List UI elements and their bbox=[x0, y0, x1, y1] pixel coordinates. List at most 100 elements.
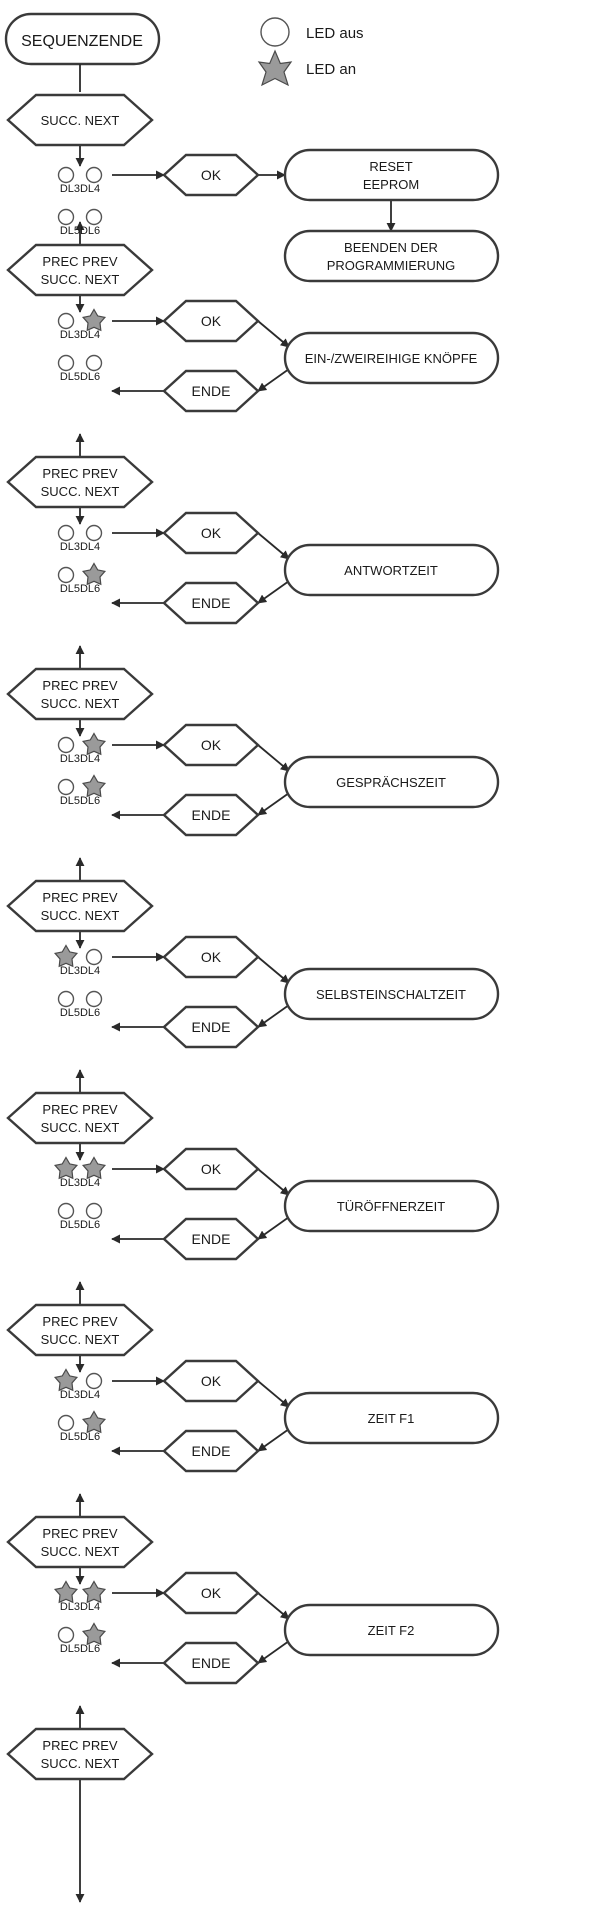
led-dl3-on-icon bbox=[53, 944, 79, 968]
nav-prev-next-2-label-1: PREC PREV bbox=[42, 466, 117, 481]
param-to-end-arrow-5 bbox=[257, 1216, 290, 1240]
end-button-4: ENDE bbox=[162, 1005, 260, 1049]
led-label-dl5-dl6: DL5DL6 bbox=[60, 371, 100, 383]
legend-led-off-icon bbox=[260, 17, 290, 47]
ok-to-param-arrow-7 bbox=[257, 1592, 290, 1620]
led-label-dl3-dl4: DL3DL4 bbox=[60, 965, 100, 977]
end-button-5-label: ENDE bbox=[192, 1231, 231, 1247]
ok-button-label: OK bbox=[201, 167, 222, 183]
led-dl4-on-icon bbox=[81, 732, 107, 756]
nav-prev-next-5-label-2: SUCC. NEXT bbox=[41, 1120, 120, 1135]
ok-button-5: OK bbox=[162, 1147, 260, 1191]
led-label-dl3-dl4: DL3DL4 bbox=[60, 183, 100, 195]
param-terminal-3-label: GESPRÄCHSZEIT bbox=[336, 775, 446, 790]
led-dl5-off-icon bbox=[57, 778, 75, 796]
ok-button-4: OK bbox=[162, 935, 260, 979]
led-dl5-off-icon bbox=[57, 566, 75, 584]
param-terminal-7: ZEIT F2 bbox=[283, 1603, 500, 1657]
nav-prev-next-7-label-2: SUCC. NEXT bbox=[41, 1544, 120, 1559]
ok-button-2: OK bbox=[162, 511, 260, 555]
nav-prev-next-1: PREC PREV SUCC. NEXT bbox=[6, 243, 154, 297]
led-label-dl5-dl6: DL5DL6 bbox=[60, 795, 100, 807]
led-dl5-off-icon bbox=[57, 1414, 75, 1432]
end-button-7-label: ENDE bbox=[192, 1655, 231, 1671]
flow-lines bbox=[75, 64, 396, 1903]
start-label: SEQUENZENDE bbox=[21, 33, 143, 50]
led-dl6-off-icon bbox=[85, 1202, 103, 1220]
led-label-dl3-dl4: DL3DL4 bbox=[60, 1389, 100, 1401]
ok-button-4-label: OK bbox=[201, 949, 222, 965]
param-to-end-arrow-2 bbox=[257, 580, 290, 604]
ok-button-1-label: OK bbox=[201, 313, 222, 329]
end-button-3: ENDE bbox=[162, 793, 260, 837]
end-programming-terminal-label-1: BEENDEN DER bbox=[344, 240, 438, 255]
led-dl4-on-icon bbox=[81, 1580, 107, 1604]
ok-button-7-label: OK bbox=[201, 1585, 222, 1601]
nav-succ-next-label: SUCC. NEXT bbox=[41, 113, 120, 128]
param-terminal-5: TÜRÖFFNERZEIT bbox=[283, 1179, 500, 1233]
ok-to-param-arrow-5 bbox=[257, 1168, 290, 1196]
legend-off-label: LED aus bbox=[306, 25, 364, 42]
led-dl3-off-icon bbox=[57, 312, 75, 330]
nav-prev-next-7: PREC PREV SUCC. NEXT bbox=[6, 1515, 154, 1569]
led-dl3-on-icon bbox=[53, 1580, 79, 1604]
ok-button-6: OK bbox=[162, 1359, 260, 1403]
led-dl4-off-icon bbox=[85, 524, 103, 542]
led-label-dl5-dl6: DL5DL6 bbox=[60, 1007, 100, 1019]
led-label-dl3-dl4: DL3DL4 bbox=[60, 1177, 100, 1189]
nav-prev-next-1-label-1: PREC PREV bbox=[42, 254, 117, 269]
end-button-2-label: ENDE bbox=[192, 595, 231, 611]
reset-eeprom-terminal-label-2: EEPROM bbox=[363, 177, 419, 192]
ok-button-5-label: OK bbox=[201, 1161, 222, 1177]
param-terminal-6: ZEIT F1 bbox=[283, 1391, 500, 1445]
led-dl6-on-icon bbox=[81, 1622, 107, 1646]
nav-prev-next-6: PREC PREV SUCC. NEXT bbox=[6, 1303, 154, 1357]
led-label-dl5-dl6: DL5DL6 bbox=[60, 1431, 100, 1443]
led-dl6-on-icon bbox=[81, 1410, 107, 1434]
end-button-4-label: ENDE bbox=[192, 1019, 231, 1035]
led-dl5-off-icon bbox=[57, 990, 75, 1008]
param-to-end-arrow-3 bbox=[257, 792, 290, 816]
ok-button-3-label: OK bbox=[201, 737, 222, 753]
param-terminal-1: EIN-/ZWEIREIHIGE KNÖPFE bbox=[283, 331, 500, 385]
param-terminal-1-label: EIN-/ZWEIREIHIGE KNÖPFE bbox=[305, 351, 478, 366]
ok-button-7: OK bbox=[162, 1571, 260, 1615]
end-button-6: ENDE bbox=[162, 1429, 260, 1473]
nav-prev-next-1-label-2: SUCC. NEXT bbox=[41, 272, 120, 287]
nav-prev-next-4-label-2: SUCC. NEXT bbox=[41, 908, 120, 923]
legend: LED aus LED an bbox=[257, 17, 364, 87]
nav-prev-next-final-label-1: PREC PREV bbox=[42, 1738, 117, 1753]
end-button-1-label: ENDE bbox=[192, 383, 231, 399]
ok-button-6-label: OK bbox=[201, 1373, 222, 1389]
led-dl4-on-icon bbox=[81, 1156, 107, 1180]
nav-prev-next-6-label-2: SUCC. NEXT bbox=[41, 1332, 120, 1347]
nav-prev-next-3-label-2: SUCC. NEXT bbox=[41, 696, 120, 711]
ok-to-param-arrow-6 bbox=[257, 1380, 290, 1408]
ok-to-param-arrow-3 bbox=[257, 744, 290, 772]
param-to-end-arrow-1 bbox=[257, 368, 290, 392]
ok-button-1: OK bbox=[162, 299, 260, 343]
ok-to-param-arrow-1 bbox=[257, 320, 290, 348]
nav-succ-next: SUCC. NEXT bbox=[6, 93, 154, 147]
led-dl5-off-icon bbox=[57, 1626, 75, 1644]
led-dl6-off-icon bbox=[85, 990, 103, 1008]
led-dl5-off-icon bbox=[57, 208, 75, 226]
param-terminal-2: ANTWORTZEIT bbox=[283, 543, 500, 597]
led-dl6-off-icon bbox=[85, 354, 103, 372]
led-dl4-off-icon bbox=[85, 948, 103, 966]
ok-to-param-arrow-2 bbox=[257, 532, 290, 560]
led-dl6-off-icon bbox=[85, 208, 103, 226]
param-terminal-3: GESPRÄCHSZEIT bbox=[283, 755, 500, 809]
param-terminal-5-label: TÜRÖFFNERZEIT bbox=[337, 1199, 445, 1214]
led-dl3-off-icon bbox=[57, 524, 75, 542]
nav-prev-next-6-label-1: PREC PREV bbox=[42, 1314, 117, 1329]
nav-prev-next-7-label-1: PREC PREV bbox=[42, 1526, 117, 1541]
